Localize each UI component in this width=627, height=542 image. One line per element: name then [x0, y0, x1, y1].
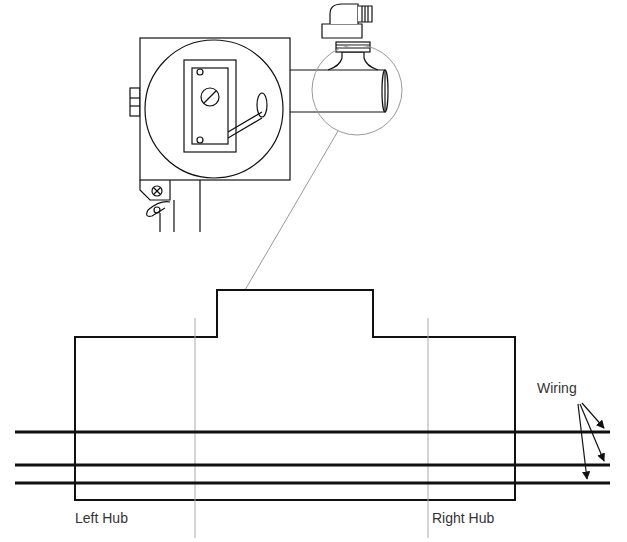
hub-label: Right Hub [432, 510, 494, 526]
hub-divider [195, 318, 196, 538]
wiring-arrows [578, 403, 604, 479]
junction-box [130, 4, 388, 232]
magnifier-circle [312, 45, 402, 135]
hub-label: Left Hub [75, 510, 128, 526]
hub-divider [428, 318, 429, 538]
wires [15, 432, 610, 483]
wiring-label: Wiring [537, 380, 577, 396]
leader-line [245, 131, 338, 290]
tee-fitting [75, 290, 515, 500]
